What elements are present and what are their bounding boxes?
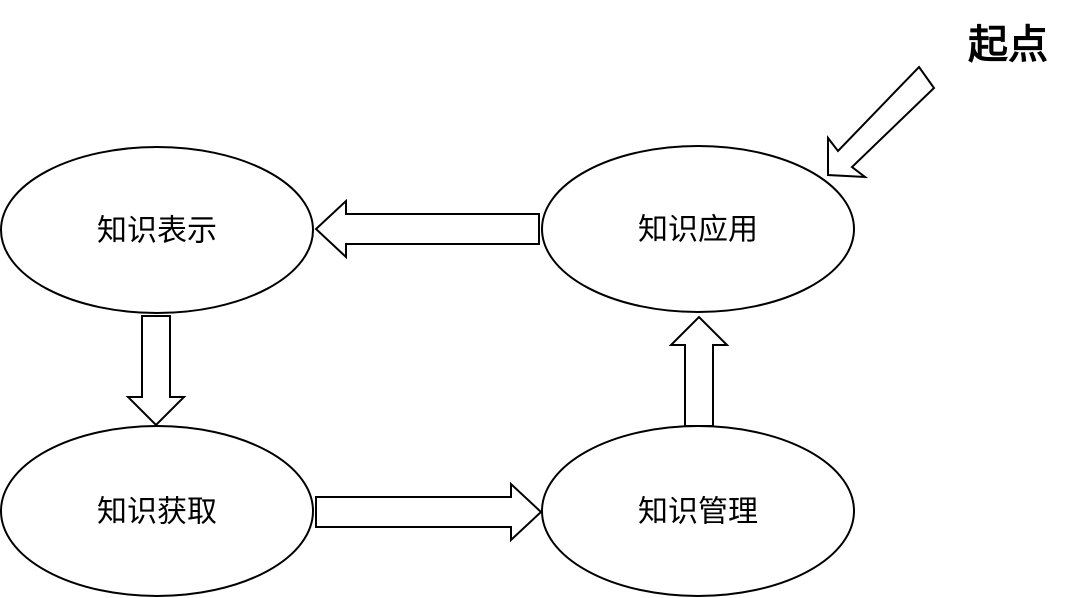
node-label: 知识表示 <box>97 214 217 249</box>
node-label: 知识管理 <box>638 495 758 530</box>
arrow-representation-to-acquisition <box>125 315 187 427</box>
node-ellipse <box>0 146 314 314</box>
node-knowledge-representation: 知识表示 <box>0 146 314 314</box>
start-label: 起点 <box>968 22 1048 68</box>
node-knowledge-application: 知识应用 <box>541 145 855 313</box>
node-ellipse <box>541 145 855 313</box>
start-arrow <box>827 65 936 179</box>
arrow-management-to-application <box>668 315 730 427</box>
node-knowledge-acquisition: 知识获取 <box>0 425 314 597</box>
node-ellipse <box>0 425 314 597</box>
node-knowledge-management: 知识管理 <box>541 425 855 597</box>
arrow-acquisition-to-management <box>315 481 543 543</box>
arrow-application-to-representation <box>314 198 540 260</box>
node-label: 知识获取 <box>97 495 217 530</box>
node-label: 知识应用 <box>638 213 758 248</box>
